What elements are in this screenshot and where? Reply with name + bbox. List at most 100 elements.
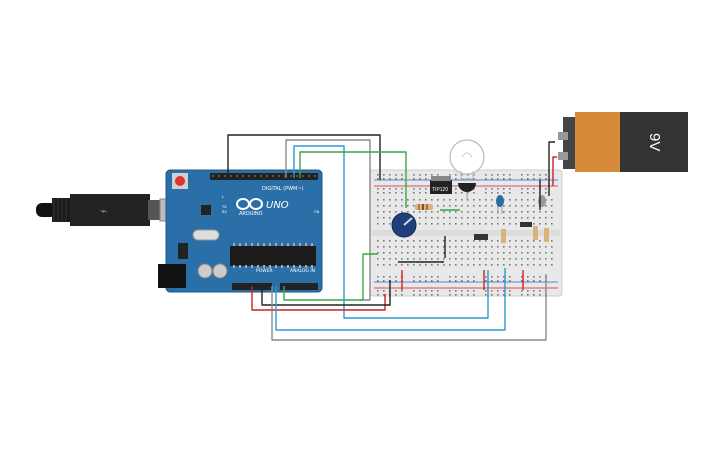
breadboard-hole[interactable] <box>377 258 379 260</box>
header-pin[interactable] <box>314 175 316 177</box>
breadboard-hole[interactable] <box>467 246 469 248</box>
breadboard-hole[interactable] <box>527 199 529 201</box>
breadboard-hole[interactable] <box>503 280 505 282</box>
breadboard-hole[interactable] <box>389 223 391 225</box>
header-pin[interactable] <box>296 175 298 177</box>
breadboard-hole[interactable] <box>401 252 403 254</box>
breadboard-hole[interactable] <box>395 240 397 242</box>
breadboard-hole[interactable] <box>395 252 397 254</box>
breadboard-hole[interactable] <box>509 280 511 282</box>
header-pin[interactable] <box>230 175 232 177</box>
breadboard-hole[interactable] <box>473 246 475 248</box>
breadboard-hole[interactable] <box>377 178 379 180</box>
wires[interactable] <box>227 134 557 341</box>
breadboard-hole[interactable] <box>497 188 499 190</box>
breadboard-hole[interactable] <box>479 252 481 254</box>
breadboard-hole[interactable] <box>437 211 439 213</box>
breadboard-hole[interactable] <box>449 290 451 292</box>
breadboard-hole[interactable] <box>467 223 469 225</box>
breadboard-hole[interactable] <box>539 290 541 292</box>
breadboard-hole[interactable] <box>491 178 493 180</box>
breadboard-hole[interactable] <box>431 223 433 225</box>
breadboard-hole[interactable] <box>401 258 403 260</box>
breadboard-hole[interactable] <box>431 258 433 260</box>
breadboard-hole[interactable] <box>425 223 427 225</box>
breadboard-hole[interactable] <box>533 294 535 296</box>
breadboard-hole[interactable] <box>485 258 487 260</box>
breadboard-hole[interactable] <box>491 174 493 176</box>
breadboard-hole[interactable] <box>389 178 391 180</box>
header-pin[interactable] <box>248 175 250 177</box>
breadboard-hole[interactable] <box>551 223 553 225</box>
breadboard-hole[interactable] <box>443 205 445 207</box>
breadboard-hole[interactable] <box>497 252 499 254</box>
breadboard-hole[interactable] <box>473 294 475 296</box>
breadboard-hole[interactable] <box>521 174 523 176</box>
breadboard-hole[interactable] <box>533 276 535 278</box>
diode[interactable] <box>458 183 476 200</box>
breadboard-hole[interactable] <box>491 240 493 242</box>
breadboard-hole[interactable] <box>461 280 463 282</box>
breadboard-hole[interactable] <box>479 258 481 260</box>
breadboard-hole[interactable] <box>395 294 397 296</box>
breadboard-hole[interactable] <box>551 199 553 201</box>
breadboard-hole[interactable] <box>485 264 487 266</box>
breadboard-hole[interactable] <box>425 240 427 242</box>
digital-header[interactable] <box>210 173 318 180</box>
breadboard-hole[interactable] <box>419 174 421 176</box>
power-jack[interactable] <box>158 264 186 288</box>
breadboard-hole[interactable] <box>449 258 451 260</box>
breadboard-hole[interactable] <box>425 252 427 254</box>
breadboard-hole[interactable] <box>395 258 397 260</box>
breadboard-hole[interactable] <box>491 188 493 190</box>
breadboard-hole[interactable] <box>437 246 439 248</box>
breadboard-hole[interactable] <box>407 240 409 242</box>
breadboard-hole[interactable] <box>461 205 463 207</box>
breadboard-hole[interactable] <box>455 178 457 180</box>
breadboard-hole[interactable] <box>527 211 529 213</box>
breadboard-hole[interactable] <box>413 294 415 296</box>
breadboard-hole[interactable] <box>539 211 541 213</box>
breadboard-hole[interactable] <box>551 240 553 242</box>
breadboard-hole[interactable] <box>473 217 475 219</box>
breadboard-hole[interactable] <box>485 294 487 296</box>
breadboard-hole[interactable] <box>479 246 481 248</box>
breadboard-hole[interactable] <box>491 252 493 254</box>
breadboard-hole[interactable] <box>431 294 433 296</box>
breadboard-hole[interactable] <box>533 258 535 260</box>
breadboard-hole[interactable] <box>383 264 385 266</box>
breadboard-hole[interactable] <box>425 264 427 266</box>
breadboard-hole[interactable] <box>485 188 487 190</box>
breadboard-hole[interactable] <box>443 223 445 225</box>
breadboard-hole[interactable] <box>509 192 511 194</box>
header-pin[interactable] <box>254 175 256 177</box>
breadboard-hole[interactable] <box>455 264 457 266</box>
breadboard-hole[interactable] <box>515 199 517 201</box>
breadboard-hole[interactable] <box>449 240 451 242</box>
breadboard[interactable] <box>369 169 563 297</box>
breadboard-hole[interactable] <box>515 205 517 207</box>
breadboard-hole[interactable] <box>521 290 523 292</box>
breadboard-hole[interactable] <box>497 246 499 248</box>
breadboard-hole[interactable] <box>509 217 511 219</box>
breadboard-hole[interactable] <box>455 280 457 282</box>
breadboard-hole[interactable] <box>431 199 433 201</box>
breadboard-hole[interactable] <box>461 246 463 248</box>
breadboard-hole[interactable] <box>401 188 403 190</box>
breadboard-hole[interactable] <box>383 188 385 190</box>
breadboard-hole[interactable] <box>527 192 529 194</box>
breadboard-hole[interactable] <box>437 276 439 278</box>
breadboard-hole[interactable] <box>389 252 391 254</box>
breadboard-hole[interactable] <box>485 252 487 254</box>
breadboard-hole[interactable] <box>425 276 427 278</box>
breadboard-hole[interactable] <box>467 264 469 266</box>
breadboard-hole[interactable] <box>377 276 379 278</box>
breadboard-hole[interactable] <box>551 246 553 248</box>
breadboard-hole[interactable] <box>479 205 481 207</box>
breadboard-hole[interactable] <box>377 223 379 225</box>
breadboard-hole[interactable] <box>509 294 511 296</box>
breadboard-hole[interactable] <box>539 280 541 282</box>
breadboard-hole[interactable] <box>461 240 463 242</box>
breadboard-hole[interactable] <box>473 178 475 180</box>
breadboard-hole[interactable] <box>419 178 421 180</box>
